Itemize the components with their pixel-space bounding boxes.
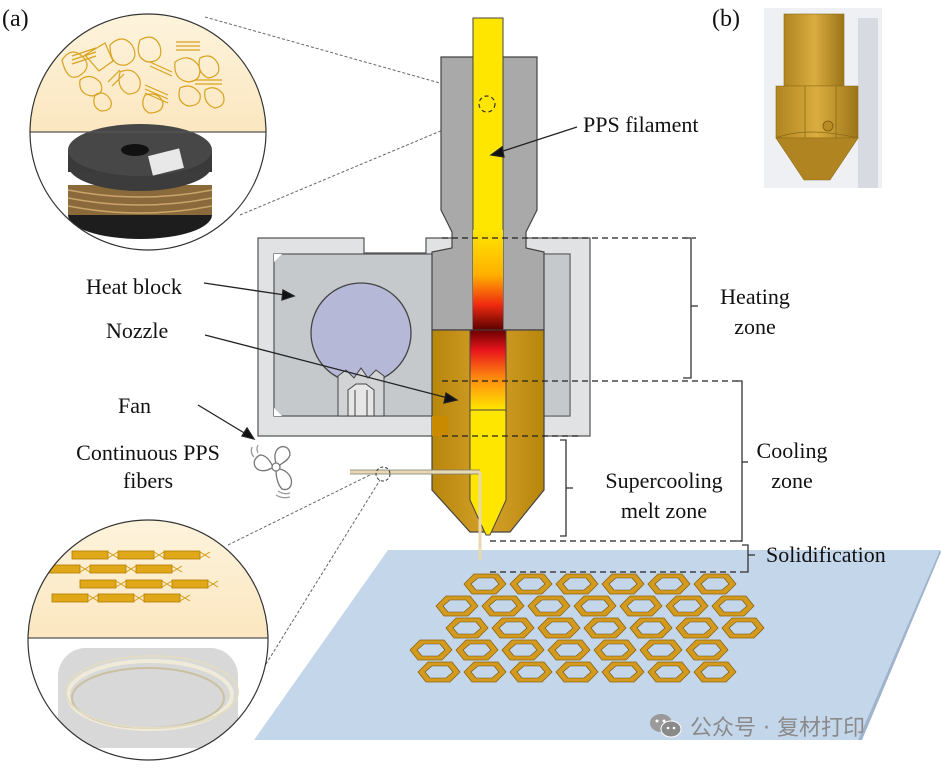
pps-filament-column xyxy=(469,17,507,570)
fiber-joint xyxy=(107,551,119,559)
fiber-joint xyxy=(179,594,191,602)
continuous-fiber-feed xyxy=(350,466,482,560)
fiber-segment xyxy=(135,564,173,574)
honeycomb-cell-hole xyxy=(462,643,492,657)
filament-spool-photo xyxy=(67,124,213,239)
label-continuous-fibers-line1: Continuous PPS xyxy=(76,440,220,465)
filament-zoom-marker xyxy=(478,95,496,113)
honeycomb-cell-hole xyxy=(600,643,630,657)
fiber-inset xyxy=(27,519,269,761)
fiber-joint xyxy=(207,580,219,588)
honeycomb-cell-hole xyxy=(608,665,638,679)
label-supercooling-line1: Supercooling xyxy=(605,468,723,493)
zone-guides xyxy=(442,237,742,573)
fiber-joint xyxy=(115,580,127,588)
honeycomb-cell-hole xyxy=(488,599,518,613)
callout-arrows xyxy=(197,126,578,441)
label-cooling-zone-line1: Cooling xyxy=(756,438,828,463)
honeycomb-cell-hole xyxy=(636,621,666,635)
honeycomb-cell-hole xyxy=(672,599,702,613)
fiber-joint xyxy=(87,594,99,602)
honeycomb-cell-hole xyxy=(516,665,546,679)
fiber-segment xyxy=(143,593,181,603)
label-cooling-zone-line2: zone xyxy=(771,468,813,493)
fiber-segment xyxy=(79,579,117,589)
fiber-joint xyxy=(79,565,91,573)
label-heating-zone-line2: zone xyxy=(734,314,776,339)
honeycomb-cell-hole xyxy=(470,577,500,591)
honeycomb-cell-hole xyxy=(508,643,538,657)
honeycomb-cell-hole xyxy=(646,643,676,657)
fiber-segment xyxy=(89,564,127,574)
fiber-joint xyxy=(199,551,211,559)
honeycomb-cell-hole xyxy=(562,577,592,591)
continuous-fibers-illustration xyxy=(43,550,219,603)
panel-label-b: (b) xyxy=(712,6,740,32)
label-solidification: Solidification xyxy=(766,542,886,567)
label-fan: Fan xyxy=(118,393,151,418)
fiber-segment xyxy=(125,579,163,589)
label-heat-block: Heat block xyxy=(86,274,182,299)
honeycomb-cell-hole xyxy=(718,599,748,613)
honeycomb-cell-hole xyxy=(590,621,620,635)
label-supercooling-line2: melt zone xyxy=(620,498,708,523)
honeycomb-cell-hole xyxy=(534,599,564,613)
honeycomb-cell-hole xyxy=(654,577,684,591)
honeycomb-cell-hole xyxy=(580,599,610,613)
label-nozzle: Nozzle xyxy=(106,318,169,343)
fiber-segment xyxy=(71,550,109,560)
honeycomb-cell-hole xyxy=(608,577,638,591)
fiber-segment xyxy=(171,579,209,589)
honeycomb-cell-hole xyxy=(544,621,574,635)
honeycomb-cell-hole xyxy=(452,621,482,635)
fiber-joint xyxy=(161,580,173,588)
fiber-joint xyxy=(133,594,145,602)
watermark-text: 公众号 · 复材打印 xyxy=(690,716,865,741)
honeycomb-cell-hole xyxy=(700,665,730,679)
honeycomb-cell-hole xyxy=(442,599,472,613)
honeycomb-cell-hole xyxy=(682,621,712,635)
honeycomb-cell-hole xyxy=(728,621,758,635)
honeycomb-cell-hole xyxy=(516,577,546,591)
honeycomb-cell-hole xyxy=(554,643,584,657)
honeycomb-cell-hole xyxy=(700,577,730,591)
honeycomb-cell-hole xyxy=(498,621,528,635)
polymer-chains-illustration xyxy=(61,36,225,114)
fiber-segment xyxy=(117,550,155,560)
fan-icon xyxy=(250,444,293,499)
fiber-coil-photo xyxy=(58,648,239,748)
label-heating-zone-line1: Heating xyxy=(720,284,790,309)
fiber-segment xyxy=(51,593,89,603)
honeycomb-cell-hole xyxy=(424,665,454,679)
panel-label-a: (a) xyxy=(2,6,29,32)
filament-inset xyxy=(29,13,267,251)
label-continuous-fibers-line2: fibers xyxy=(122,468,174,493)
honeycomb-cell-hole xyxy=(416,643,446,657)
fiber-joint xyxy=(125,565,137,573)
honeycomb-cell-hole xyxy=(562,665,592,679)
fiber-joint xyxy=(171,565,183,573)
honeycomb-cell-hole xyxy=(654,665,684,679)
build-plate xyxy=(254,550,940,740)
honeycomb-cell-hole xyxy=(470,665,500,679)
fiber-joint xyxy=(153,551,165,559)
fiber-segment xyxy=(163,550,201,560)
honeycomb-cell-hole xyxy=(626,599,656,613)
wechat-icon xyxy=(648,712,684,740)
zone-brackets xyxy=(560,237,755,573)
nozzle-render-inset xyxy=(764,8,882,188)
fiber-segment xyxy=(97,593,135,603)
honeycomb-cell-hole xyxy=(692,643,722,657)
label-pps-filament: PPS filament xyxy=(583,112,699,137)
honeycomb-print xyxy=(409,573,765,683)
watermark: 公众号 · 复材打印 xyxy=(648,710,865,742)
